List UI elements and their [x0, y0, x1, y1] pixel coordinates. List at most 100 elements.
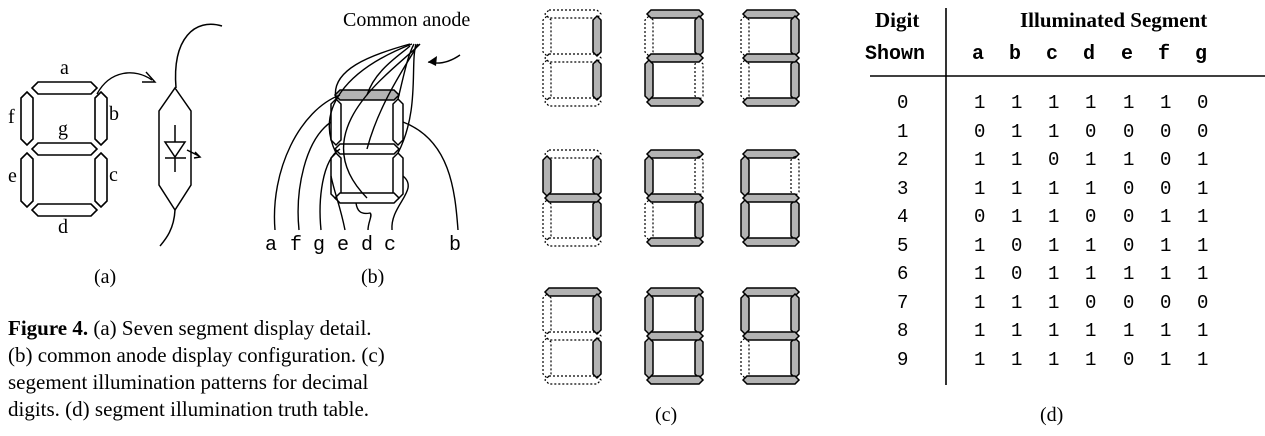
digit-segment-b [790, 14, 800, 58]
digit-segment-e [644, 58, 654, 102]
digit-segment-c [694, 59, 704, 101]
table-cell: 0 [1160, 120, 1172, 143]
table-row-digit: 8 [897, 320, 909, 342]
table-cell: 1 [1011, 120, 1023, 143]
table-column-f: f [1158, 43, 1171, 66]
digit-segment-a [741, 9, 801, 19]
digit-pattern [644, 149, 705, 247]
table-cell: 0 [1160, 291, 1172, 314]
table-cell: 1 [1048, 234, 1060, 257]
table-cell: 1 [1085, 92, 1097, 114]
label-c: c [109, 164, 118, 186]
table-cell: 1 [1085, 234, 1097, 257]
table-row-digit: 9 [897, 348, 909, 371]
anode-wires [273, 43, 461, 231]
table-column-d: d [1083, 43, 1096, 66]
digit-pattern [644, 287, 705, 385]
table-cell: 1 [1085, 149, 1097, 171]
segment-f [20, 90, 34, 147]
table-cell: 0 [1123, 291, 1135, 314]
digit-segment-b [790, 292, 800, 336]
caption-d: (d) [1040, 404, 1064, 426]
lead-e [330, 175, 346, 231]
digit-segment-d [741, 237, 801, 247]
digit-segment-g [544, 331, 602, 341]
digit-segment-c [790, 336, 800, 380]
label-e: e [8, 165, 17, 187]
digit-segment-a [544, 9, 602, 19]
table-cell: 1 [974, 348, 986, 371]
digit-segment-a [645, 149, 705, 159]
table-cell: 1 [1011, 149, 1023, 171]
digit-segment-g [645, 193, 705, 203]
table-cell: 1 [974, 177, 986, 200]
caption-b: (b) [361, 266, 385, 288]
pin-label-g: g [313, 234, 326, 257]
table-cell: 1 [1048, 291, 1060, 314]
digit-segment-c [790, 58, 800, 102]
table-row-digit: 7 [897, 291, 909, 314]
digit-segment-g [741, 53, 801, 63]
pin-label-e: e [337, 234, 350, 257]
digit-segment-c [592, 198, 602, 242]
figure-caption-line-4: digits. (d) segment illumination truth t… [8, 397, 370, 421]
digit-segment-b [592, 154, 602, 198]
label-b: b [109, 103, 119, 125]
pin-label-c: c [384, 234, 397, 257]
digit-segment-d [645, 97, 705, 107]
table-cell: 0 [1123, 206, 1135, 228]
table-cell: 0 [1123, 348, 1135, 371]
table-header-shown: Shown [865, 43, 926, 66]
seven-segment-detail [20, 81, 108, 217]
table-cell: 1 [1123, 320, 1135, 342]
digit-segment-f [644, 292, 654, 336]
digit-segment-g [741, 331, 801, 341]
label-g: g [58, 118, 68, 140]
table-header-group: Illuminated Segment [1020, 8, 1208, 32]
table-cell: 1 [1048, 206, 1060, 228]
table-cell: 1 [974, 149, 986, 171]
digit-segment-c [592, 336, 602, 380]
label-d: d [58, 216, 68, 238]
segment-c [94, 151, 108, 209]
table-cell: 1 [1085, 320, 1097, 342]
digit-segment-a [544, 149, 602, 159]
digit-segment-f [644, 154, 654, 198]
digit-segment-e [644, 336, 654, 380]
digit-segment-g [645, 53, 705, 63]
table-cell: 1 [1197, 149, 1209, 171]
digit-segment-g [645, 331, 705, 341]
digit-segment-a [741, 149, 801, 159]
table-cell: 1 [1123, 92, 1135, 114]
table-row-digit: 4 [897, 206, 909, 228]
digit-segment-f [644, 15, 654, 57]
digit-segment-c [694, 336, 704, 380]
digit-segment-e [542, 199, 552, 241]
table-cell: 1 [1048, 92, 1060, 114]
table-cell: 1 [1011, 291, 1023, 314]
table-cell: 1 [1011, 348, 1023, 371]
digit-segment-f [542, 15, 552, 57]
table-cell: 0 [1123, 234, 1135, 257]
table-cell: 1 [1160, 234, 1172, 257]
digit-segment-b [694, 155, 704, 197]
table-column-c: c [1046, 43, 1059, 66]
digit-segment-f [740, 154, 750, 198]
table-cell: 1 [1160, 206, 1172, 228]
digit-segment-b [790, 155, 800, 197]
lead-d [355, 202, 372, 231]
digit-segment-d [741, 97, 801, 107]
segment-e [20, 151, 34, 209]
digit-segment-b [592, 292, 602, 336]
figure-caption-line-1: (a) Seven segment display detail. [88, 316, 372, 340]
table-cell: 1 [1197, 320, 1209, 342]
table-cell: 0 [1085, 120, 1097, 143]
table-cell: 1 [1160, 348, 1172, 371]
table-cell: 1 [1197, 206, 1209, 228]
digit-segment-a [645, 9, 705, 19]
anode-segment-f [330, 97, 342, 147]
table-cell: 0 [1011, 263, 1023, 285]
table-cell: 1 [1197, 263, 1209, 285]
digit-pattern [542, 9, 602, 107]
table-cell: 0 [1123, 177, 1135, 200]
